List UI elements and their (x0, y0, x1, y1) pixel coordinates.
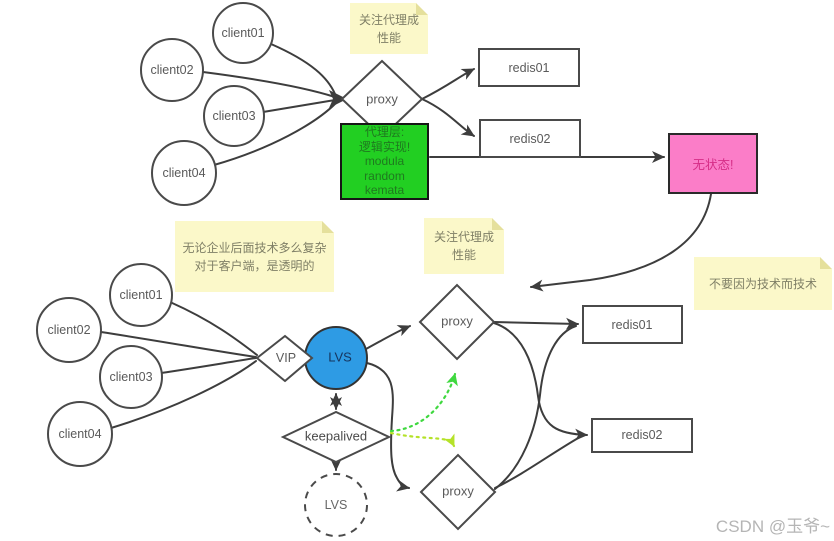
proxy-diamond-lower (419, 453, 497, 531)
arrow-client04-proxy-top (213, 102, 337, 166)
arrow-keepalived-proxy-lower-dotted (389, 431, 456, 448)
redis01-node-top (478, 48, 580, 87)
arrow-lvs-proxy-lower (366, 362, 410, 492)
stateless-box: 无状态! (668, 133, 758, 194)
vip-diamond (255, 334, 314, 383)
arrow-client02-proxy-top (202, 71, 336, 98)
proxy-layer-box: 代理层: 逻辑实现! modula random kemata (340, 123, 429, 200)
redis01-node-bottom (582, 305, 683, 344)
redis02-node-top (479, 119, 581, 158)
arrow-proxy-redis02-top (421, 98, 475, 137)
arrow-proxy-lower-redis02 (494, 436, 581, 489)
client01-node-bottom (109, 263, 173, 327)
arrow-keepalived-proxy-upper-dotted (389, 372, 458, 433)
arrow-lvs-proxy-upper (365, 325, 411, 350)
keepalived-diamond (280, 410, 392, 464)
client03-node-bottom (99, 345, 163, 409)
lvs-standby-node (304, 473, 368, 537)
arrowhead-clients-proxy-top (329, 90, 347, 108)
arrow-client02-vip (100, 331, 257, 358)
arrow-proxy-redis01-top (421, 68, 475, 100)
arrow-client04-vip (110, 360, 257, 429)
sticky-note-proxy-performance-bottom: 关注代理成 性能 (424, 218, 504, 274)
sticky-note-proxy-performance-top: 关注代理成 性能 (350, 3, 428, 54)
arrow-proxy-upper-redis02 (493, 322, 588, 441)
arrow-stateless-bottom (530, 193, 712, 292)
arrow-proxy-upper-redis01 (493, 317, 579, 330)
client02-node-top (140, 38, 204, 102)
arrow-client03-proxy-top (262, 99, 336, 113)
arrow-client01-proxy-top (270, 43, 336, 95)
proxy-diamond-upper (418, 283, 496, 361)
redis02-node-bottom (591, 418, 693, 453)
csdn-watermark: CSDN @玉爷~ (715, 517, 830, 536)
client01-node-top (212, 2, 274, 64)
client02-node-bottom (36, 297, 102, 363)
arrow-proxy-lower-redis01 (494, 325, 577, 490)
client04-node-bottom (47, 401, 113, 467)
lvs-node (304, 326, 368, 390)
arrow-client01-vip (169, 301, 258, 356)
client03-node-top (203, 85, 265, 147)
sticky-note-transparency: 无论企业后面技术多么复杂 对于客户端，是透明的 (175, 221, 334, 292)
client04-node-top (151, 140, 217, 206)
arrow-client03-vip (160, 357, 257, 374)
sticky-note-tech: 不要因为技术而技术 (694, 257, 832, 310)
